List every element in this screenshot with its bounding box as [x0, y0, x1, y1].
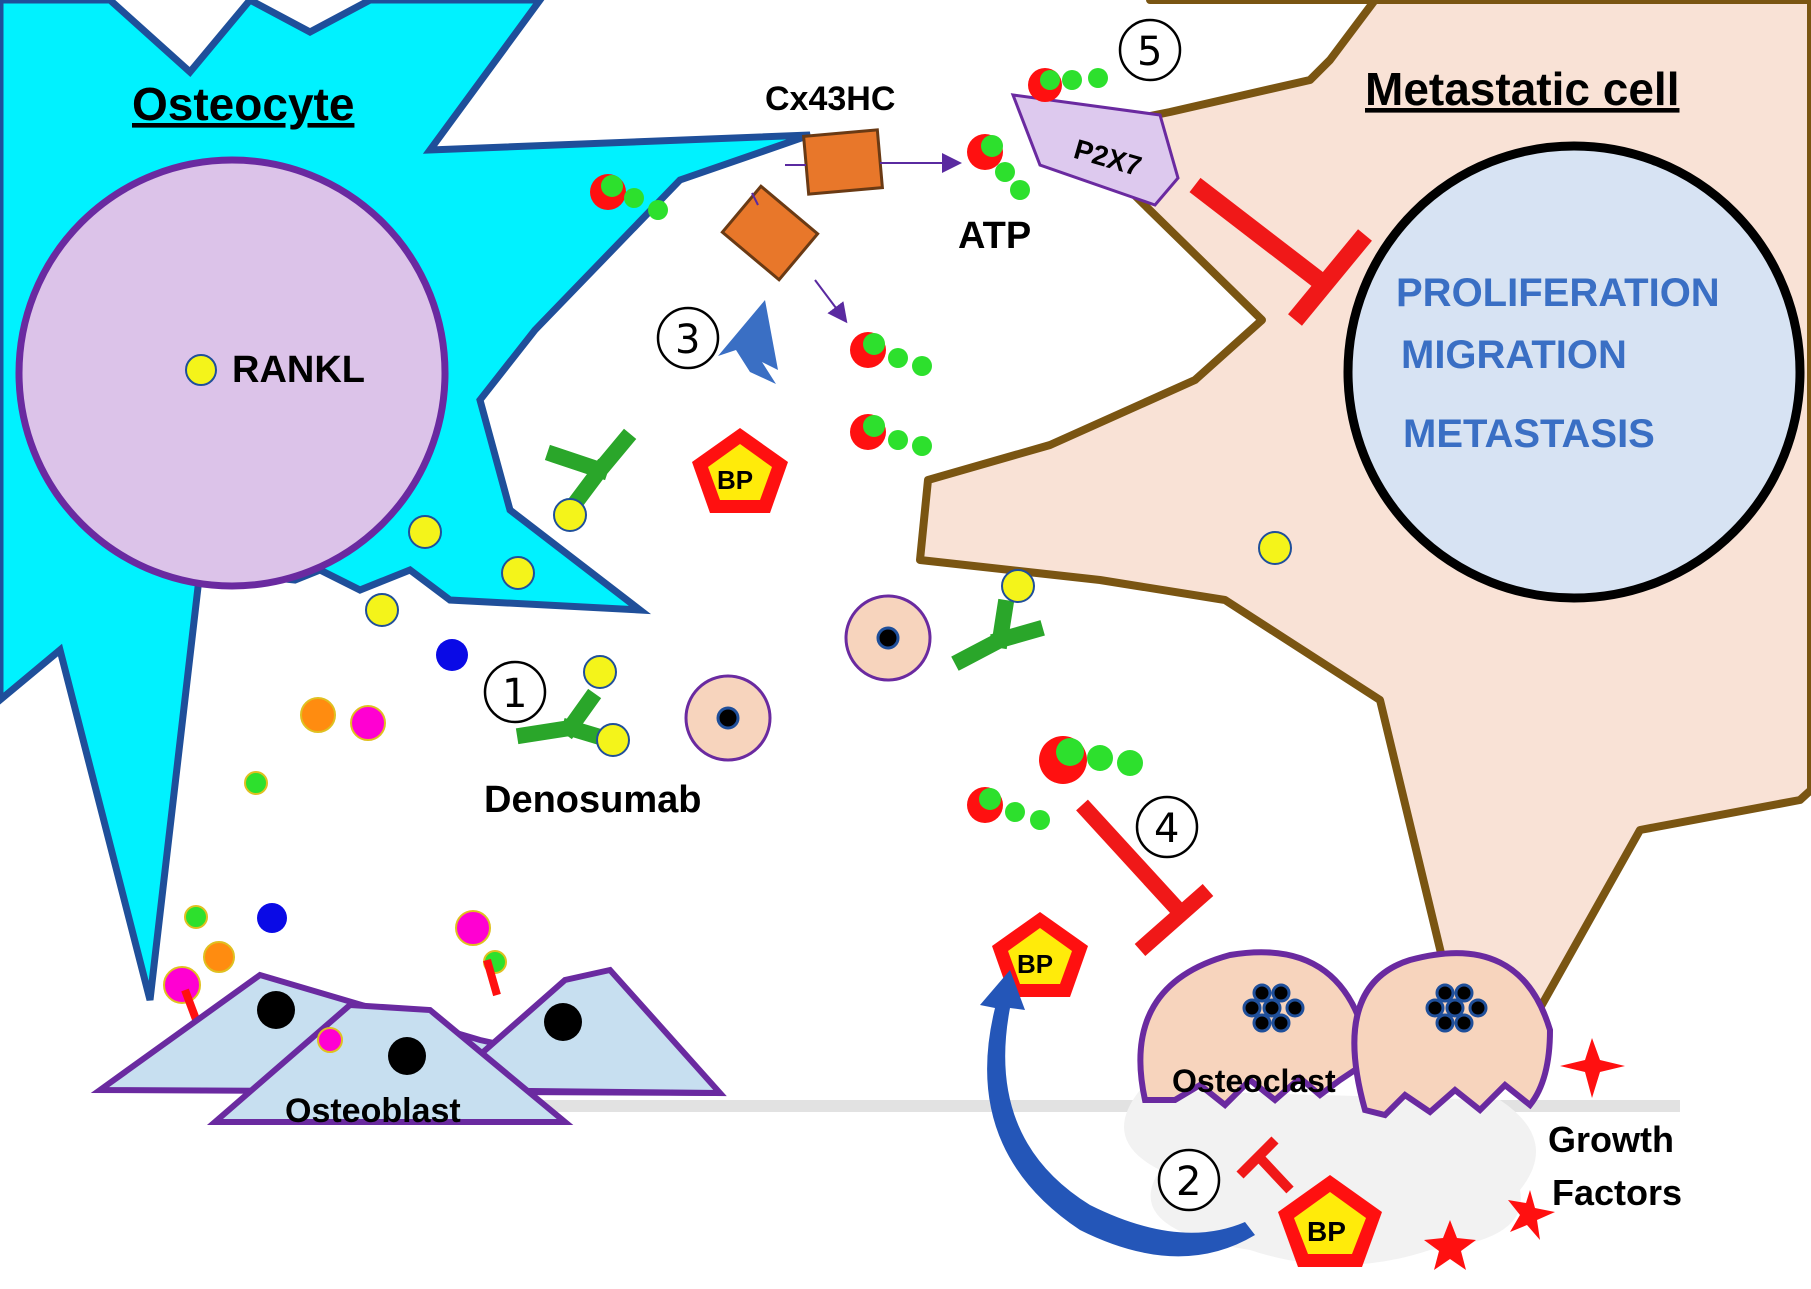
rankl-legend-dot [185, 354, 217, 386]
bp-inhibition-bar [1236, 1136, 1279, 1179]
atp-molecule [967, 787, 1050, 830]
step-4-marker [1135, 795, 1199, 859]
p2x7-inhibition-bar [1288, 229, 1372, 326]
cx43hc-channel-lower [720, 184, 848, 324]
effect-migration: MIGRATION [1401, 333, 1627, 377]
growth-factor-star [1424, 1220, 1476, 1270]
step-5-number: 5 [1137, 29, 1162, 75]
green-molecule [244, 771, 268, 795]
svg-text:BP: BP [717, 465, 753, 495]
rankl-molecule [1258, 531, 1292, 565]
atp-inhibition-line [1076, 799, 1186, 918]
atp-molecule [850, 332, 932, 376]
osteoclast-label: Osteoclast [1172, 1063, 1336, 1099]
bp-recycling-arrow [980, 970, 1255, 1257]
osteocyte-nucleus [15, 156, 449, 590]
growth-factors-label-line1: Growth [1548, 1119, 1674, 1160]
bp-molecule: BP [692, 428, 788, 513]
p2x7-receptor [1010, 93, 1180, 207]
denosumab-antibody [544, 428, 637, 532]
step-2-marker [1157, 1148, 1221, 1212]
denosumab-antibody [951, 569, 1045, 671]
atp-inhibition-bar [1134, 884, 1214, 956]
bp-molecule: BP [1278, 1175, 1382, 1267]
step-3-marker [656, 306, 720, 370]
osteoblast-cluster [90, 958, 727, 1125]
denosumab-label: Denosumab [484, 779, 701, 821]
step-2-number: 2 [1176, 1159, 1201, 1205]
step-1-marker [483, 660, 547, 724]
growth-factors-label-line2: Factors [1552, 1172, 1682, 1213]
bp-inhibition-line [1256, 1154, 1294, 1194]
rankl-molecule [365, 593, 399, 627]
rankl-molecule [408, 515, 442, 549]
osteoclast [1137, 949, 1554, 1119]
step-1-number: 1 [502, 671, 527, 717]
cx43hc-channel-upper [785, 128, 962, 196]
atp-molecule [850, 414, 932, 456]
svg-text:BP: BP [1307, 1216, 1346, 1247]
osteoclast-precursor [684, 674, 772, 762]
atp-molecule [1039, 736, 1143, 784]
magenta-molecule [350, 705, 386, 741]
atp-molecule [967, 134, 1030, 200]
magenta-molecule [455, 910, 491, 946]
metastatic-cell-title: Metastatic cell [1365, 63, 1679, 115]
atp-molecule [590, 174, 668, 220]
rankl-label: RANKL [232, 349, 365, 391]
blue-molecule [436, 639, 468, 671]
green-molecule [184, 905, 208, 929]
effect-metastasis: METASTASIS [1403, 412, 1655, 456]
denosumab-antibody [515, 655, 630, 757]
effects-circle [1343, 141, 1805, 603]
step-4-number: 4 [1154, 806, 1179, 852]
magenta-molecule [163, 966, 201, 1004]
cx43hc-label: Cx43HC [765, 80, 895, 118]
osteocyte-title: Osteocyte [132, 78, 354, 130]
osteoclast-precursor [844, 594, 932, 682]
growth-factor-star [1508, 1190, 1555, 1240]
svg-text:BP: BP [1017, 949, 1053, 979]
osteoblast-label: Osteoblast [285, 1092, 461, 1130]
orange-molecule [203, 941, 235, 973]
bp-molecule: BP [992, 912, 1088, 997]
p2x7-inhibition-line [1189, 177, 1331, 293]
growth-factor-star [1560, 1038, 1625, 1098]
atp-molecule [1028, 68, 1108, 102]
bp-activation-arrow [718, 300, 778, 384]
blue-molecule [257, 903, 287, 933]
effect-proliferation: PROLIFERATION [1396, 271, 1720, 315]
step-3-number: 3 [675, 317, 700, 363]
rankl-molecule [501, 556, 535, 590]
step-5-marker [1118, 18, 1182, 82]
orange-molecule [300, 697, 336, 733]
atp-label: ATP [958, 215, 1031, 257]
